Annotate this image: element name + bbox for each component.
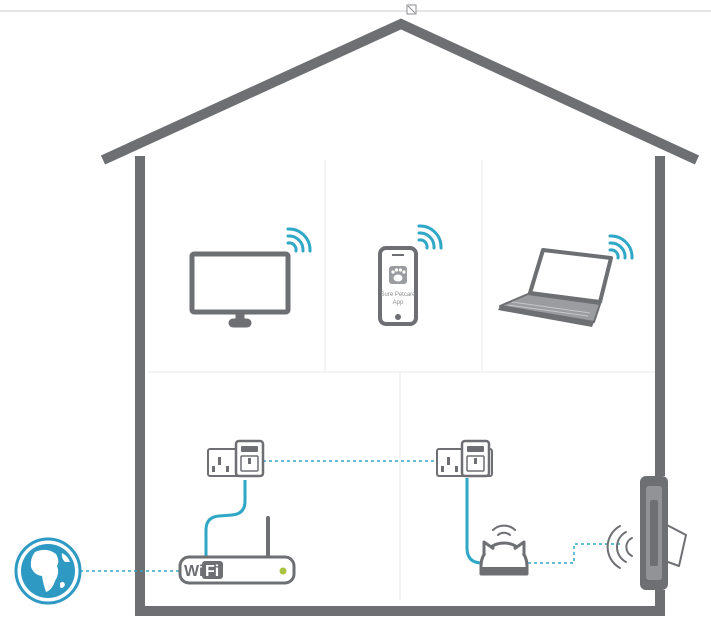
cat-flap-icon xyxy=(606,476,687,590)
wifi-waves-icon xyxy=(608,234,634,260)
laptop-icon xyxy=(498,248,613,327)
phone-app-label-line1: Sure Petcare xyxy=(380,292,416,298)
wifi-waves-icon xyxy=(492,524,516,536)
tv-icon xyxy=(189,251,291,328)
power-socket-icon xyxy=(436,439,493,478)
wifi-waves-icon xyxy=(417,224,443,250)
top-guide-line xyxy=(0,4,711,15)
power-socket-icon xyxy=(207,439,265,478)
network-cables xyxy=(80,460,622,572)
pet-hub-icon xyxy=(479,524,529,576)
router-label-fi: Fi xyxy=(205,563,219,580)
powerline-adapter xyxy=(460,439,491,478)
router-to-adapter-cable xyxy=(204,480,247,557)
house-outline xyxy=(100,18,700,616)
router-label-wi: Wi xyxy=(184,563,203,580)
room-dividers xyxy=(148,160,655,600)
router-status-led xyxy=(279,567,287,575)
router-icon: Wi Fi xyxy=(178,516,296,585)
smartphone-icon: Sure Petcare App xyxy=(378,246,418,326)
hub-to-catflap-link xyxy=(528,543,622,564)
wifi-waves-icon xyxy=(286,227,312,253)
phone-app-label-line2: App xyxy=(393,300,404,306)
powerline-adapter xyxy=(234,439,265,478)
signal-arcs xyxy=(606,525,633,569)
paw-app-icon xyxy=(389,266,407,284)
globe-icon xyxy=(14,537,82,605)
